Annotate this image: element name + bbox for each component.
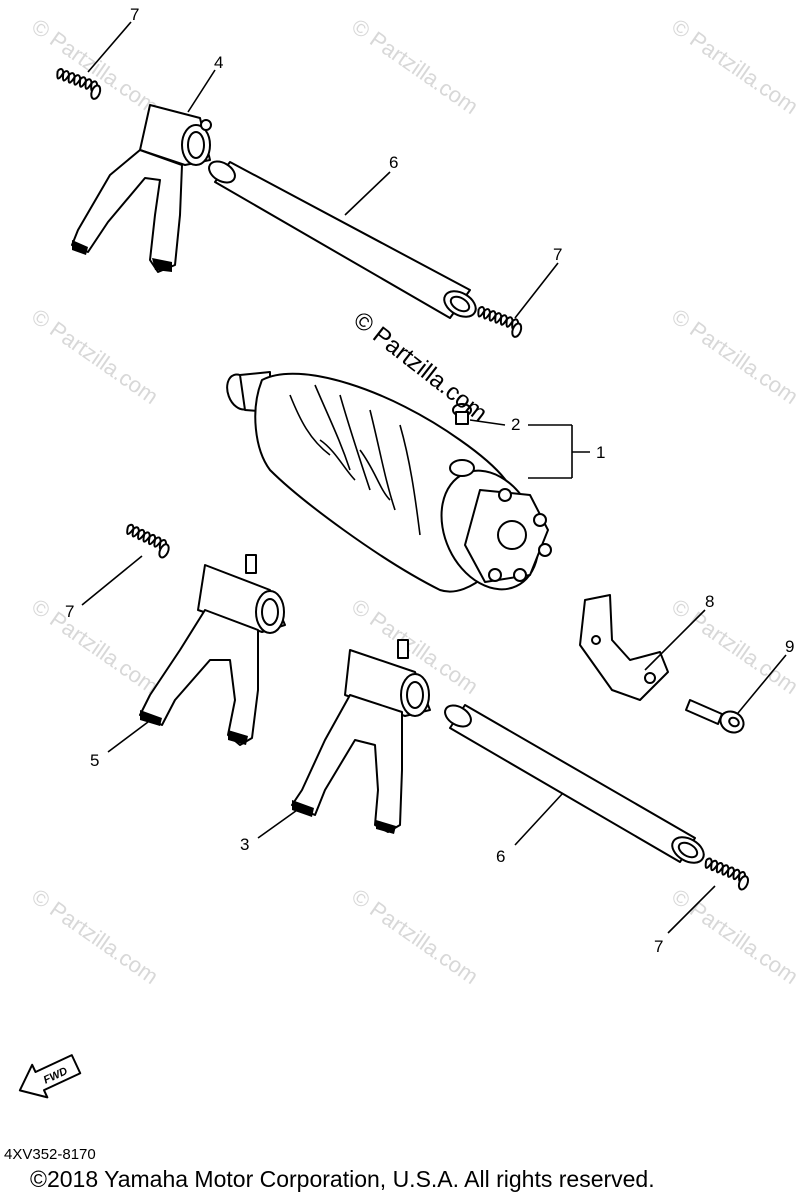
- watermark-faint: © Partzilla.com: [27, 304, 163, 410]
- copyright-notice: ©2018 Yamaha Motor Corporation, U.S.A. A…: [30, 1166, 655, 1192]
- watermark-faint: © Partzilla.com: [667, 304, 803, 410]
- shift-drum-assembly: [226, 371, 552, 593]
- shift-shaft-lower: [444, 704, 705, 864]
- stopper-plate-8: [579, 594, 669, 701]
- shift-fork-4: [71, 104, 212, 273]
- callout-3: 3: [240, 835, 249, 854]
- watermark-faint: © Partzilla.com: [667, 884, 803, 990]
- watermark-faint: © Partzilla.com: [27, 884, 163, 990]
- callout-7-bottom-right: 7: [654, 937, 663, 956]
- callout-1: 1: [596, 443, 605, 462]
- callout-2: 2: [511, 415, 520, 434]
- watermark-faint: © Partzilla.com: [27, 594, 163, 700]
- callout-5: 5: [90, 751, 99, 770]
- callout-9: 9: [785, 637, 794, 656]
- diagram-code: 4XV352-8170: [4, 1146, 96, 1163]
- drum-pin-2: [452, 403, 472, 425]
- callout-7-upper-right: 7: [553, 245, 562, 264]
- callout-8: 8: [705, 592, 714, 611]
- callout-6-upper: 6: [389, 153, 398, 172]
- callout-6-lower: 6: [496, 847, 505, 866]
- callout-7-top-left: 7: [130, 5, 139, 24]
- watermark-faint: © Partzilla.com: [27, 14, 163, 120]
- spring-upper-right: [477, 306, 523, 338]
- watermark-faint: © Partzilla.com: [667, 14, 803, 120]
- spring-bottom-right: [704, 857, 750, 891]
- spring-middle-left: [126, 523, 170, 559]
- leader-lines: [81, 21, 787, 934]
- shift-shaft-upper: [208, 160, 477, 319]
- callout-7-middle-left: 7: [65, 602, 74, 621]
- shift-fork-5: [139, 554, 286, 746]
- spring-top-left: [56, 68, 102, 100]
- fwd-arrow-icon: FWD: [18, 1054, 82, 1099]
- watermark-faint: © Partzilla.com: [347, 884, 483, 990]
- shift-fork-3: [291, 639, 431, 834]
- bolt-9: [685, 699, 745, 734]
- callout-4: 4: [214, 53, 223, 72]
- watermark-faint: © Partzilla.com: [347, 14, 483, 120]
- callout-labels: 7 4 6 7 2 1 7 8 9 5 3 6 7: [65, 5, 794, 956]
- watermark-faint: © Partzilla.com: [667, 594, 803, 700]
